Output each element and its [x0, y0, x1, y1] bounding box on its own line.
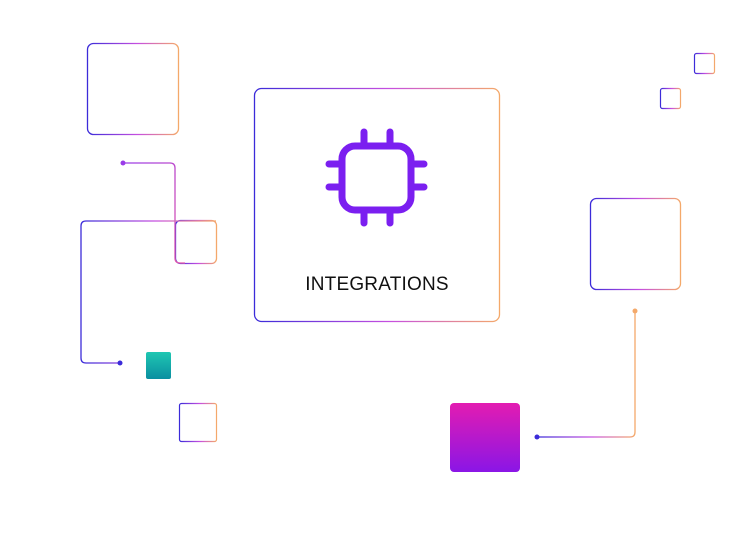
chip-icon [325, 128, 428, 227]
outline-square-top-left [86, 42, 180, 136]
outline-square-tiny-2 [659, 87, 682, 110]
outline-square-bottom-left [178, 402, 218, 443]
magenta-square [450, 403, 520, 472]
integrations-card [253, 87, 501, 323]
connector-line-right [537, 311, 636, 438]
outline-square-left-small [174, 219, 218, 265]
card-title: INTEGRATIONS [305, 274, 449, 295]
connector-dot-left [117, 360, 123, 366]
outline-square-right [589, 197, 682, 291]
connector-line-left [80, 220, 216, 364]
connector-dot-upper [120, 160, 126, 166]
outline-square-tiny-1 [693, 52, 716, 75]
connector-dot-right-top [632, 308, 638, 314]
connector-line-upper [123, 162, 185, 264]
teal-square [146, 352, 171, 379]
connector-dot-right-bottom [534, 434, 540, 440]
